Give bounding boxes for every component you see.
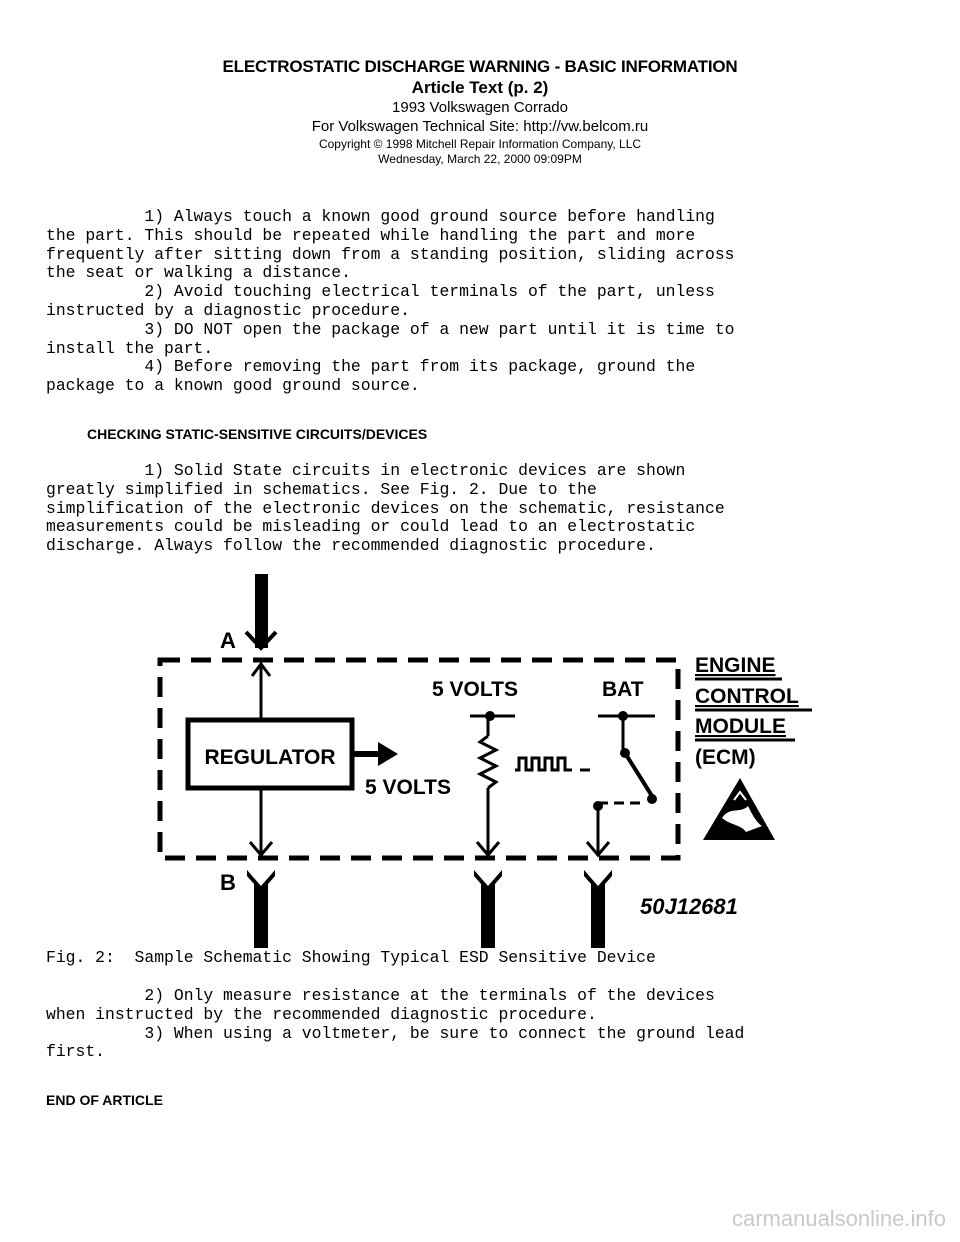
terminal-a-label: A [220,628,236,653]
ecm-boundary [157,657,681,861]
output-voltage-label: 5 VOLTS [365,776,451,799]
ecm-label-line4: (ECM) [695,746,756,769]
terminal-a-pin [255,574,268,648]
figure-id: 50J12681 [640,894,738,919]
terminal-b-label: B [220,870,236,895]
regulator-label: REGULATOR [204,746,335,769]
signal-waveform [515,756,572,772]
date-line: Wednesday, March 22, 2000 09:09PM [378,152,582,166]
figure-caption: Fig. 2: Sample Schematic Showing Typical… [46,948,656,967]
switch-blade [623,751,654,798]
ecm-label-line1: ENGINE [695,654,776,677]
ecm-label-line2: CONTROL [695,685,799,708]
supply-voltage-label: 5 VOLTS [432,678,518,701]
terminal-a-arrow [244,630,278,651]
battery-label: BAT [602,678,644,701]
article-page: Article Text (p. 2) [411,78,549,97]
terminal-b-pin [247,870,275,948]
circuit-check-intro: 1) Solid State circuits in electronic de… [46,461,725,556]
ecm-label-line3: MODULE [695,715,786,738]
watermark: carmanualsonline.info [731,1206,946,1231]
pullup-resistor [476,734,500,790]
end-of-article: END OF ARTICLE [46,1092,163,1108]
page-title: ELECTROSTATIC DISCHARGE WARNING - BASIC … [222,57,738,76]
site-line: For Volkswagen Technical Site: http://vw… [311,118,649,135]
section-heading: CHECKING STATIC-SENSITIVE CIRCUITS/DEVIC… [87,426,428,442]
regulator-box [185,717,355,791]
precaution-steps: 1) Always touch a known good ground sour… [46,207,735,396]
terminal-3-pin [584,870,612,948]
esd-schematic-figure: REGULATOR 5 VOLTS 5 VOLTS BAT B A ENGINE… [157,574,812,948]
output-arrow [378,742,398,766]
measurement-steps: 2) Only measure resistance at the termin… [46,986,745,1062]
vehicle-name: 1993 Volkswagen Corrado [392,99,568,116]
copyright-line: Copyright © 1998 Mitchell Repair Informa… [318,137,642,151]
esd-warning-icon [703,778,775,840]
terminal-2-pin [474,870,502,948]
